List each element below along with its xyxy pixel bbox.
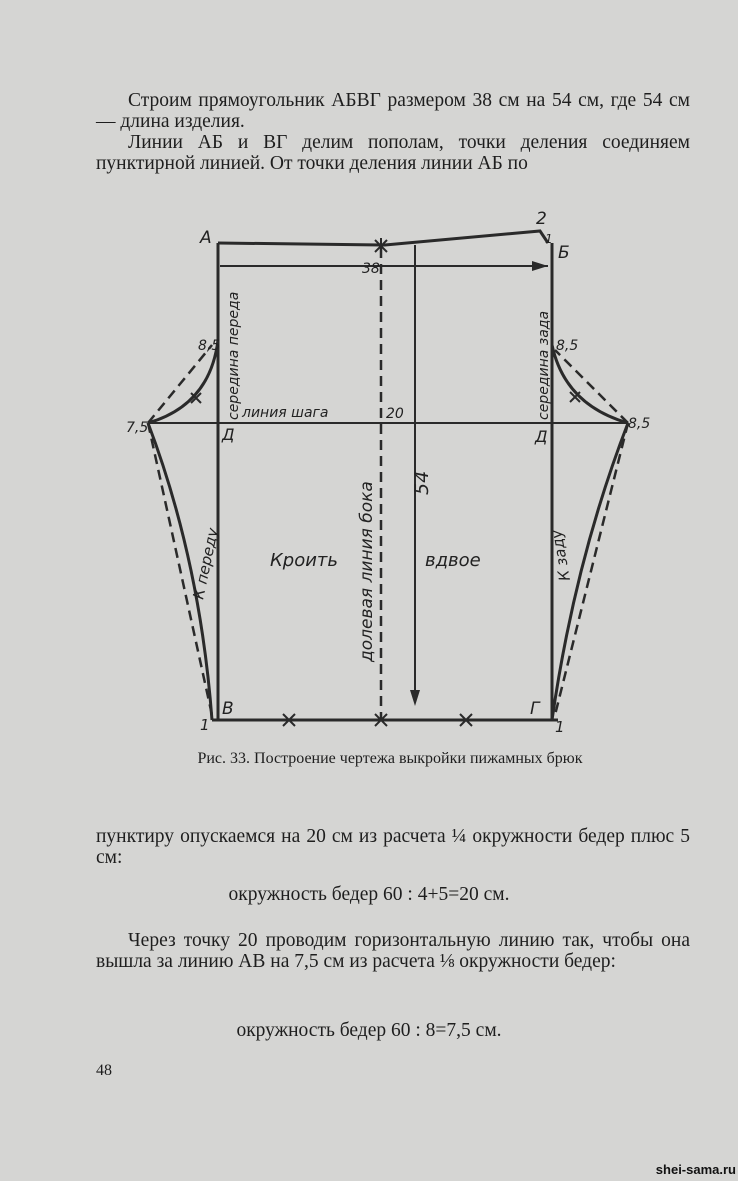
double-label: вдвое — [425, 550, 481, 571]
figure-caption: Рис. 33. Построение чертежа выкройки пиж… — [197, 750, 583, 767]
pattern-drawing: А Б 2 1 В Г 1 1 Д Д 38 20 8,5 7,5 8,5 8,… — [126, 209, 650, 736]
point-b-label: Б — [558, 243, 570, 263]
waist-line — [217, 229, 550, 247]
back-leg-line — [550, 422, 630, 721]
point-d-left-label: Д — [221, 425, 235, 444]
point-g-label: Г — [530, 699, 541, 719]
crotch-line-label: линия шага — [241, 405, 329, 421]
watermark: shei-sama.ru — [655, 1162, 736, 1177]
point-2-label: 2 — [536, 209, 547, 229]
left-top-measure: 8,5 — [198, 338, 220, 354]
grain-line-label: долевая линия бока — [357, 481, 377, 663]
paragraph: Через точку 20 проводим горизонтальную л… — [96, 930, 690, 972]
right-top-measure: 8,5 — [556, 338, 578, 354]
formula-eighth: окружность бедер 60 : 8=7,5 см. — [236, 1020, 502, 1041]
left-side-measure: 7,5 — [126, 420, 148, 436]
width-label: 38 — [362, 261, 380, 277]
crotch-depth-label: 20 — [386, 406, 404, 422]
point-a-label: А — [199, 228, 212, 248]
point-1-right-label: 1 — [555, 718, 565, 736]
point-1-left-label: 1 — [200, 716, 210, 734]
page-number: 48 — [96, 1062, 112, 1079]
front-center-label: середина переда — [226, 292, 242, 420]
bottom-text: Через точку 20 проводим горизонтальную л… — [96, 930, 690, 972]
paragraph: пунктиру опускаемся на 20 см из расчета … — [96, 826, 690, 868]
point-1-top-label: 1 — [545, 232, 553, 246]
cut-label: Кроить — [270, 550, 338, 571]
mid-text: пунктиру опускаемся на 20 см из расчета … — [96, 826, 690, 868]
front-crotch-curve — [147, 339, 220, 425]
formula-quarter: окружность бедер 60 : 4+5=20 см. — [228, 884, 510, 905]
paragraph: Линии АБ и ВГ делим пополам, точки делен… — [96, 132, 690, 174]
back-center-label: середина зада — [536, 311, 552, 420]
paragraph: Строим прямоугольник АБВГ размером 38 см… — [96, 90, 690, 132]
front-leg-line — [146, 422, 214, 721]
point-d-right-label: Д — [534, 427, 548, 446]
intro-text: Строим прямоугольник АБВГ размером 38 см… — [96, 90, 690, 174]
point-v-label: В — [222, 699, 234, 719]
right-side-measure: 8,5 — [628, 416, 650, 432]
length-label: 54 — [411, 471, 433, 495]
